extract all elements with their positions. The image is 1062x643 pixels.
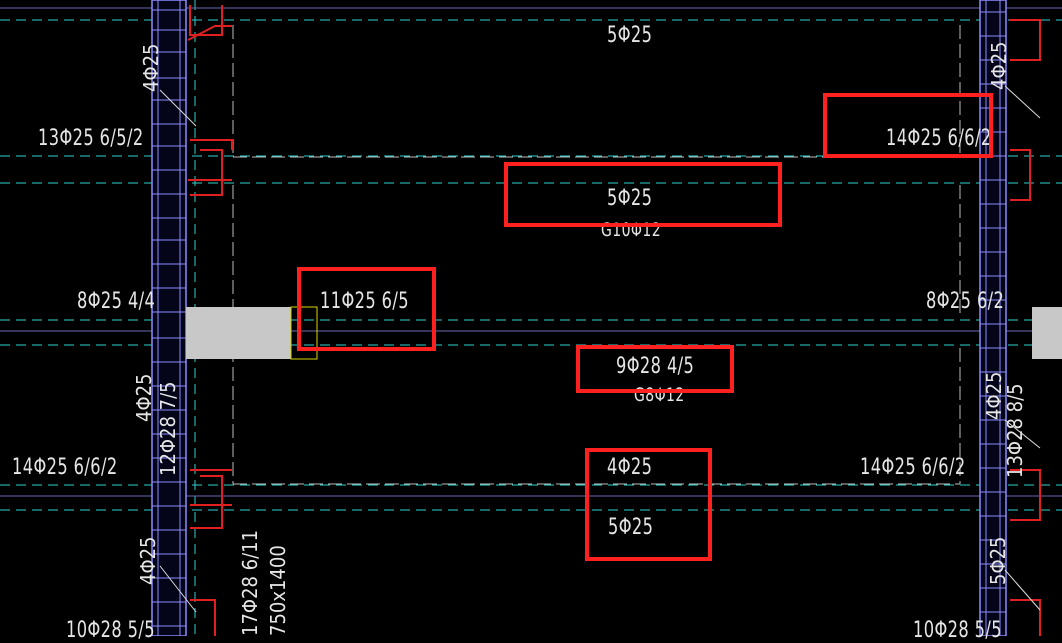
vlabel-col-left-mid1: 4Φ25 [132, 373, 156, 423]
label-row1-right: 14Φ25 6/6/2 [886, 126, 992, 151]
left-rebar-details [187, 5, 233, 636]
label-row3-boxed: 11Φ25 6/5 [320, 289, 410, 314]
vlabel-col-left-mid2: 12Φ28 7/5 [156, 381, 180, 476]
vlabel-beam-section-2: 750x1400 [266, 545, 290, 636]
label-row5-mid: 4Φ25 [607, 455, 653, 480]
right-rebar-details [1010, 19, 1041, 636]
vlabel-beam-section-1: 17Φ28 6/11 [238, 529, 262, 636]
support-block-right [1032, 307, 1062, 359]
highlight-box-upper-mid [504, 162, 782, 227]
highlight-box-mid [576, 345, 734, 393]
label-row3-left: 8Φ25 4/4 [77, 289, 156, 314]
label-row5-right: 14Φ25 6/6/2 [860, 455, 966, 480]
label-row4-mid: 9Φ28 4/5 [616, 354, 695, 379]
label-row5-left: 14Φ25 6/6/2 [12, 455, 118, 480]
left-column [151, 0, 187, 636]
vlabel-col-right-mid1: 4Φ25 [982, 371, 1006, 421]
leader-lines [159, 85, 1041, 613]
label-row6-mid: 5Φ25 [608, 515, 654, 540]
label-row2-mid: 5Φ25 [607, 186, 653, 211]
label-row3-right: 8Φ25 6/2 [926, 289, 1005, 314]
vlabel-col-left-bottom: 4Φ25 [136, 536, 160, 586]
vlabel-col-right-mid2: 13Φ28 8/5 [1003, 383, 1027, 478]
support-block-left [186, 307, 291, 359]
label-bottom-right: 10Φ28 5/5 [913, 618, 1003, 643]
label-row1-left: 13Φ25 6/5/2 [38, 126, 144, 151]
highlight-box-top-right [823, 93, 993, 158]
highlight-box-left-support [297, 267, 436, 351]
label-top-mid: 5Φ25 [607, 23, 653, 48]
vlabel-col-right-bottom: 5Φ25 [986, 536, 1010, 586]
vlabel-col-right-top: 4Φ25 [987, 41, 1011, 91]
beam-outlines [232, 25, 961, 485]
vlabel-col-left-top: 4Φ25 [139, 43, 163, 93]
support-block-left-outline [290, 306, 318, 360]
highlight-box-bottom-mid [585, 448, 712, 561]
right-column [979, 0, 1007, 636]
label-bottom-left: 10Φ28 5/5 [66, 618, 156, 643]
